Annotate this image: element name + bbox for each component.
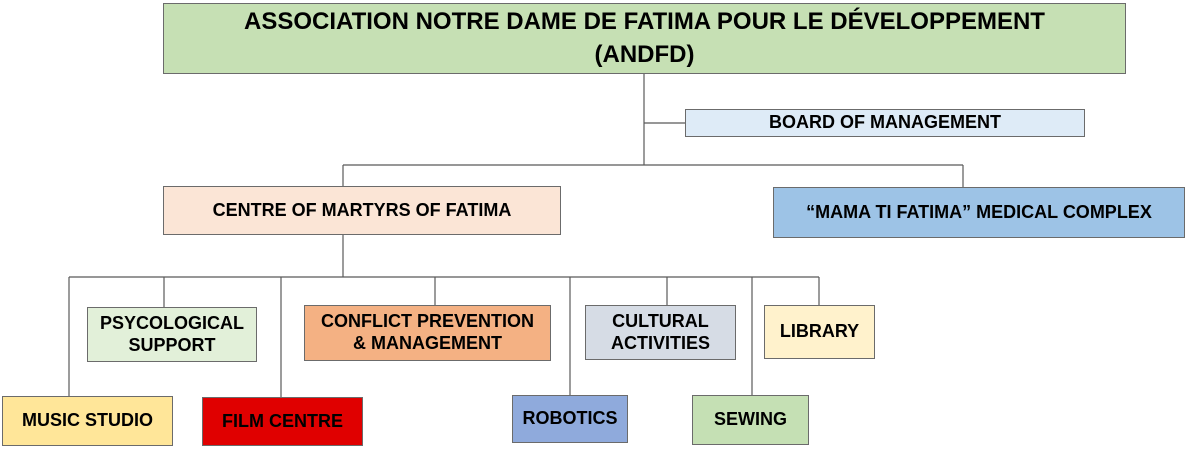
sewing-label: SEWING — [713, 409, 787, 430]
robotics-box: ROBOTICS — [512, 395, 628, 443]
medical-complex-box: “MAMA TI FATIMA” MEDICAL COMPLEX — [773, 187, 1185, 238]
centre-of-martyrs-box: CENTRE OF MARTYRS OF FATIMA — [163, 186, 561, 235]
library-box: LIBRARY — [764, 305, 875, 359]
root-title-line2: (ANDFD) — [594, 40, 695, 68]
root-organization-box: ASSOCIATION NOTRE DAME DE FATIMA POUR LE… — [163, 3, 1126, 74]
cultural-activities-box: CULTURAL ACTIVITIES — [585, 305, 736, 360]
medical-label: “MAMA TI FATIMA” MEDICAL COMPLEX — [806, 201, 1152, 222]
board-of-management-box: BOARD OF MANAGEMENT — [685, 109, 1085, 137]
film-label: FILM CENTRE — [222, 410, 343, 431]
board-label: BOARD OF MANAGEMENT — [769, 112, 1001, 133]
conflict-label-line1: CONFLICT PREVENTION — [320, 311, 534, 332]
centre-label: CENTRE OF MARTYRS OF FATIMA — [212, 199, 512, 220]
psychological-label-line2: SUPPORT — [128, 334, 216, 355]
psychological-support-box: PSYCOLOGICAL SUPPORT — [87, 307, 257, 362]
psychological-label-line1: PSYCOLOGICAL — [99, 312, 244, 333]
library-label: LIBRARY — [779, 321, 860, 342]
cultural-label-line1: CULTURAL — [612, 310, 709, 331]
cultural-label-line2: ACTIVITIES — [610, 332, 710, 353]
conflict-label-line2: & MANAGEMENT — [352, 333, 502, 353]
music-studio-box: MUSIC STUDIO — [2, 396, 173, 446]
sewing-box: SEWING — [692, 395, 809, 445]
robotics-label: ROBOTICS — [522, 408, 618, 429]
film-centre-box: FILM CENTRE — [202, 397, 363, 446]
conflict-prevention-box: CONFLICT PREVENTION & MANAGEMENT — [304, 305, 551, 361]
music-label: MUSIC STUDIO — [21, 410, 153, 431]
root-title-line1: ASSOCIATION NOTRE DAME DE FATIMA POUR LE… — [244, 8, 1045, 36]
